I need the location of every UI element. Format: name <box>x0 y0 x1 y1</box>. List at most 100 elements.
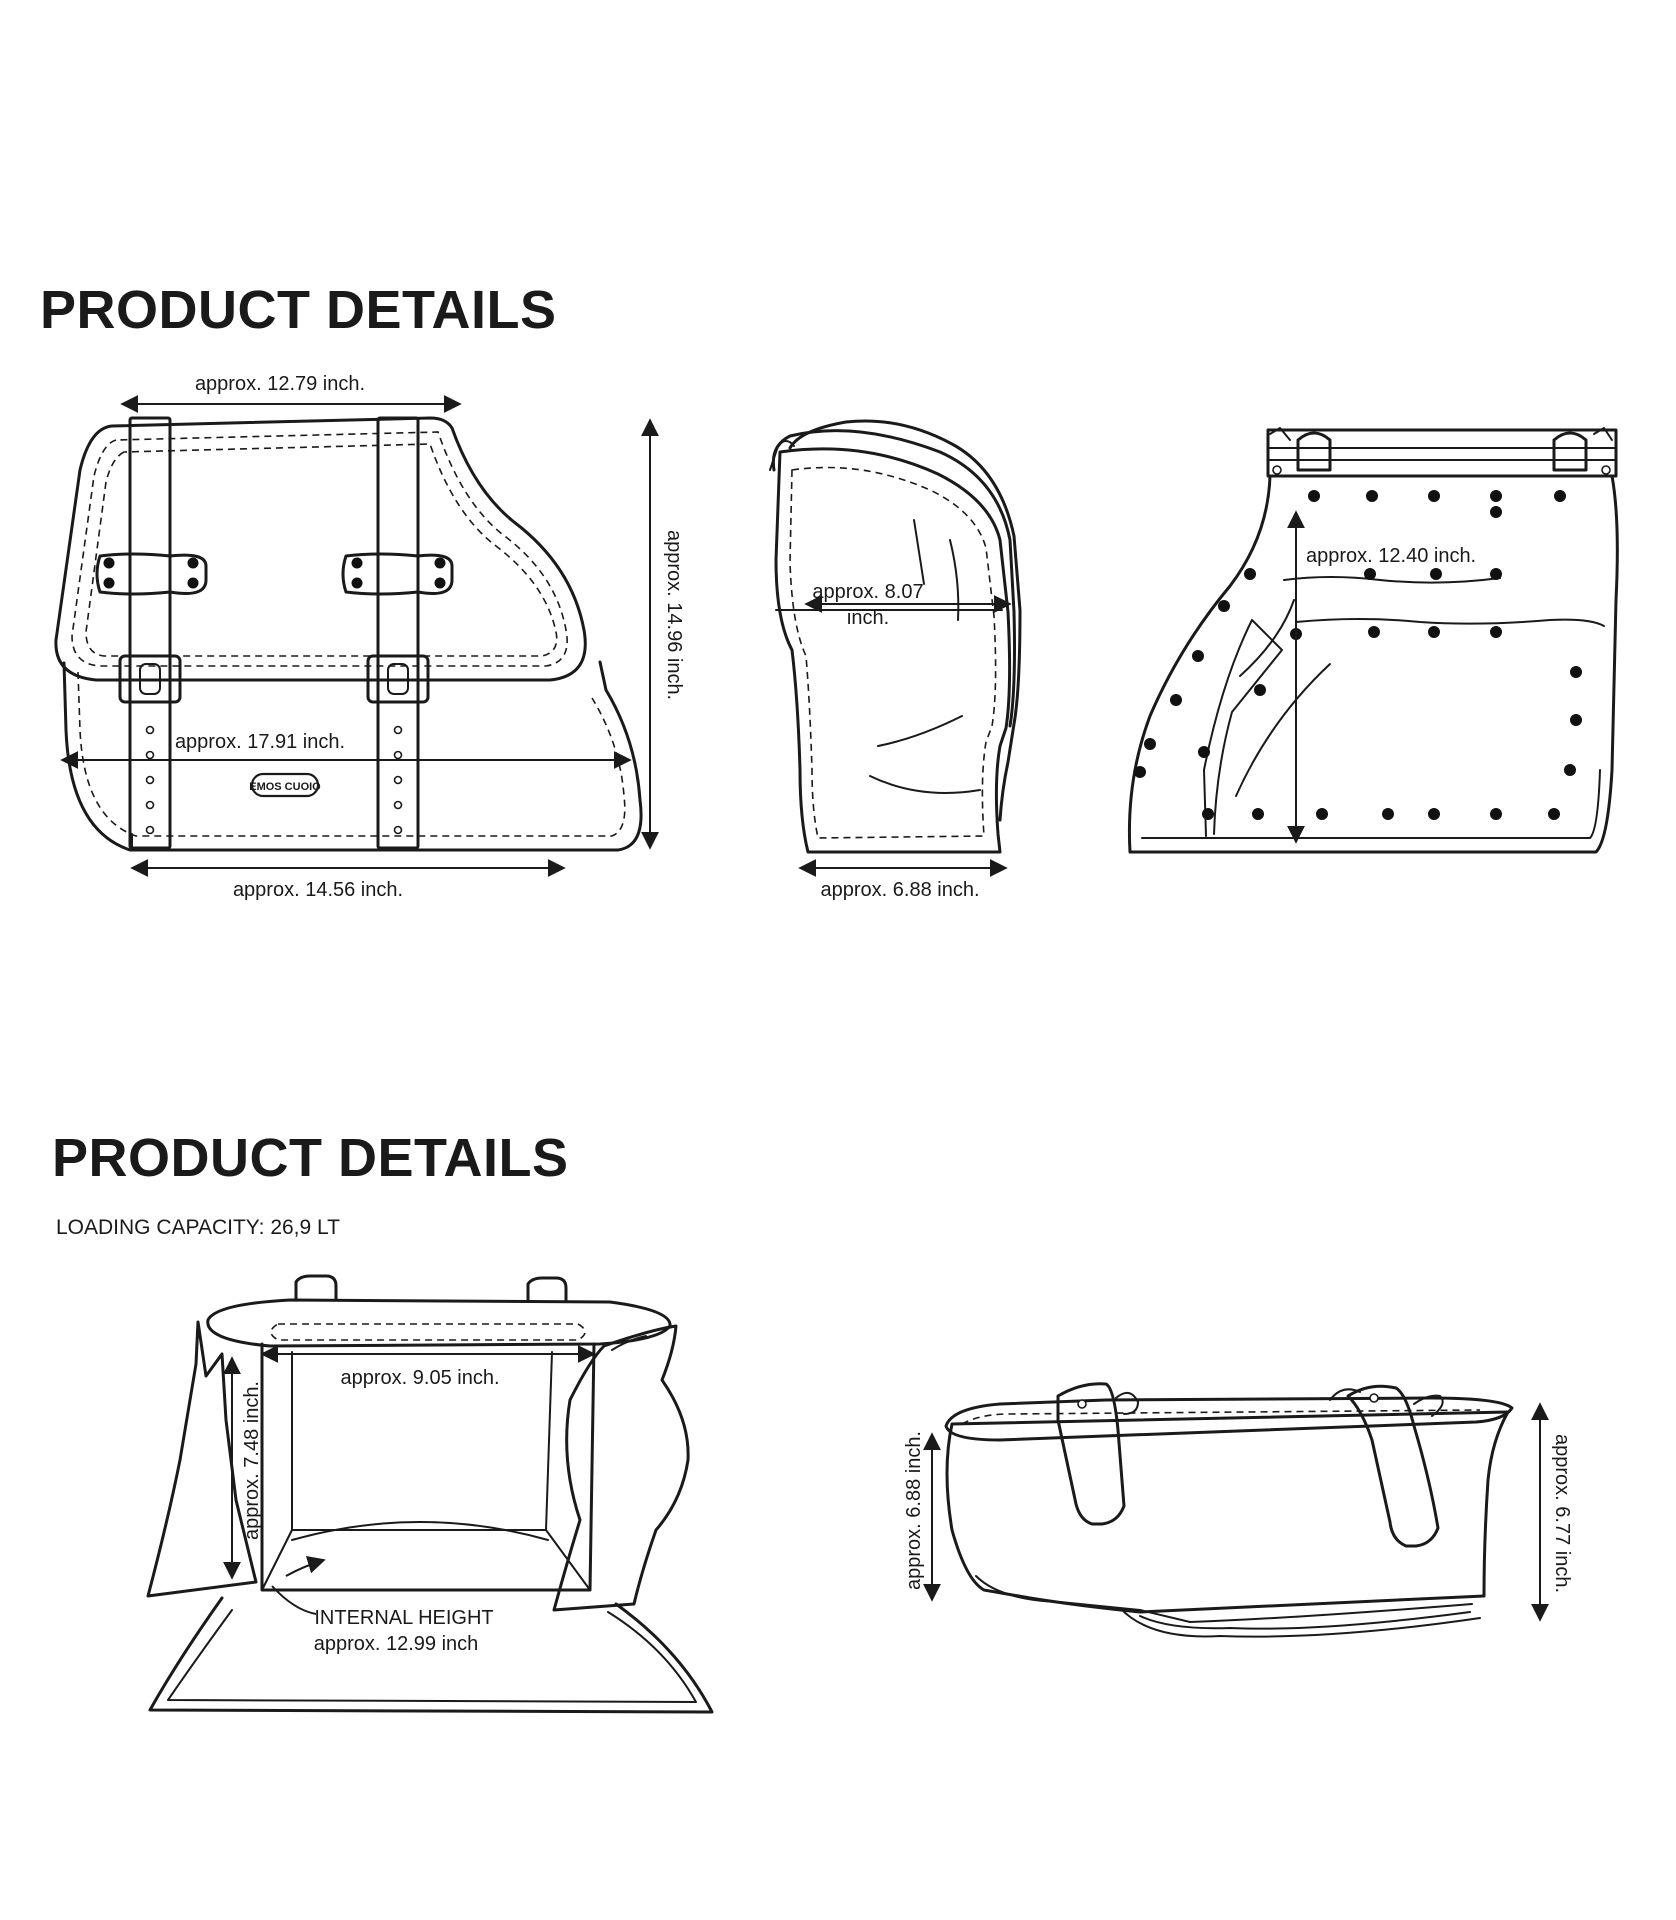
front-rivet <box>187 557 199 569</box>
back-top-rail-inner <box>1267 447 1617 461</box>
top-buckle-right <box>1329 1388 1361 1401</box>
dim-front-top-label: approx. 12.79 inch. <box>195 373 365 395</box>
top-strap-right <box>1346 1384 1440 1548</box>
dim-top-right-label: approx. 6.77 inch. <box>1551 1434 1573 1593</box>
strap-hole <box>145 750 155 760</box>
back-hook-right <box>1552 431 1588 472</box>
front-rivet <box>351 557 363 569</box>
back-rivet-dot <box>1490 626 1502 638</box>
back-rivet-dot <box>1428 490 1440 502</box>
back-rivet-dot <box>1428 626 1440 638</box>
top-base <box>1119 1607 1481 1638</box>
front-rivet <box>434 577 446 589</box>
back-rivet-dot <box>1134 766 1146 778</box>
back-rivet-dot <box>1368 626 1380 638</box>
section-2-heading: PRODUCT DETAILS <box>52 1128 569 1188</box>
internal-height-value: approx. 12.99 inch <box>314 1633 479 1655</box>
front-body-stitch <box>77 671 626 837</box>
open-top-rim-stitch <box>270 1323 586 1341</box>
back-rivet-dot <box>1198 746 1210 758</box>
back-rivet-dot <box>1144 738 1156 750</box>
dim-side-top-label-line2: inch. <box>847 607 889 629</box>
side-view-drawing: approx. 8.07 inch. approx. 6.88 inch. <box>769 419 1022 901</box>
open-lower-body <box>148 1596 714 1714</box>
loading-capacity-text: LOADING CAPACITY: 26,9 LT <box>56 1216 340 1239</box>
side-flap-outline <box>771 429 1016 728</box>
front-buckle-pin-right <box>387 663 409 695</box>
back-rivet-dot <box>1252 808 1264 820</box>
back-rivet-dot <box>1570 714 1582 726</box>
back-rivet-dot <box>1430 568 1442 580</box>
side-body-stitch <box>789 466 997 839</box>
back-rivet-dot <box>1254 684 1266 696</box>
open-lower-body-inner <box>167 1609 697 1703</box>
front-buckle-right <box>366 654 430 704</box>
back-screw <box>1272 465 1282 475</box>
back-rivet-dot <box>1364 568 1376 580</box>
internal-height-leader <box>271 1585 317 1615</box>
front-flap-stitch <box>71 431 568 667</box>
strap-hole <box>393 800 403 810</box>
back-rivet-dot <box>1428 808 1440 820</box>
back-rivet-dot <box>1382 808 1394 820</box>
dim-open-width-label: approx. 9.05 inch. <box>341 1367 500 1389</box>
side-buckle <box>769 440 795 471</box>
open-flap-left <box>146 1320 258 1598</box>
open-inner-corner-left <box>261 1529 293 1591</box>
side-strap <box>788 419 1022 822</box>
brand-logo: EMOS CUOIO <box>249 772 321 798</box>
top-strap-rivet <box>1369 1393 1379 1403</box>
section-1-heading: PRODUCT DETAILS <box>40 280 557 340</box>
brand-logo-text: EMOS CUOIO <box>249 781 321 793</box>
side-body-outline <box>774 447 1012 854</box>
front-rivet <box>434 557 446 569</box>
front-rivet <box>187 577 199 589</box>
dim-front-bottom-label: approx. 14.56 inch. <box>233 879 403 901</box>
top-lid-stitch <box>961 1409 1481 1425</box>
front-body-outline <box>62 660 643 852</box>
top-body-outline <box>945 1410 1510 1614</box>
back-hook-left <box>1296 431 1332 472</box>
front-strap-left <box>128 416 172 850</box>
back-rivet-dot <box>1366 490 1378 502</box>
back-rivet-dot <box>1490 490 1502 502</box>
back-rivet-dot <box>1554 490 1566 502</box>
back-hook-tab <box>1269 427 1291 441</box>
front-rivet <box>351 577 363 589</box>
top-buckle-left <box>1115 1391 1139 1415</box>
back-rivet-dot <box>1490 506 1502 518</box>
back-screw <box>1601 465 1611 475</box>
front-rivet-plate-right <box>341 552 454 596</box>
back-panel-edge <box>1203 619 1283 837</box>
side-crease <box>913 519 925 585</box>
side-crease <box>949 539 960 621</box>
top-strap-left <box>1056 1382 1126 1526</box>
back-body-inner-edge <box>1141 769 1601 839</box>
back-rivet-dot <box>1244 568 1256 580</box>
front-strap-right <box>376 416 420 850</box>
back-rivet-dot <box>1548 808 1560 820</box>
strap-hole <box>145 800 155 810</box>
dim-side-bottom-label: approx. 6.88 inch. <box>821 879 980 901</box>
top-lid <box>944 1396 1514 1442</box>
open-hook-right <box>526 1276 568 1302</box>
dim-open-depth-label: approx. 7.48 inch. <box>241 1381 263 1540</box>
back-body-outline <box>1127 474 1619 854</box>
front-flap-stitch-inner <box>85 443 558 657</box>
front-buckle-pin-left <box>139 663 161 695</box>
dim-front-height-label: approx. 14.96 inch. <box>663 530 685 700</box>
back-rivet-dot <box>1570 666 1582 678</box>
open-inner-floor-curve <box>291 1521 549 1541</box>
dim-side-top-label-line1: approx. 8.07 <box>812 581 923 603</box>
front-rivet-plate-left <box>95 552 208 596</box>
back-rivet-dot <box>1308 490 1320 502</box>
back-wave-line <box>1283 576 1501 584</box>
back-rivet-dot <box>1170 694 1182 706</box>
internal-height-arrow <box>285 1556 326 1577</box>
strap-hole <box>393 775 403 785</box>
dim-front-mid-label: approx. 17.91 inch. <box>175 731 345 753</box>
back-hook-tab <box>1593 427 1613 441</box>
strap-hole <box>145 775 155 785</box>
front-rivet <box>103 577 115 589</box>
